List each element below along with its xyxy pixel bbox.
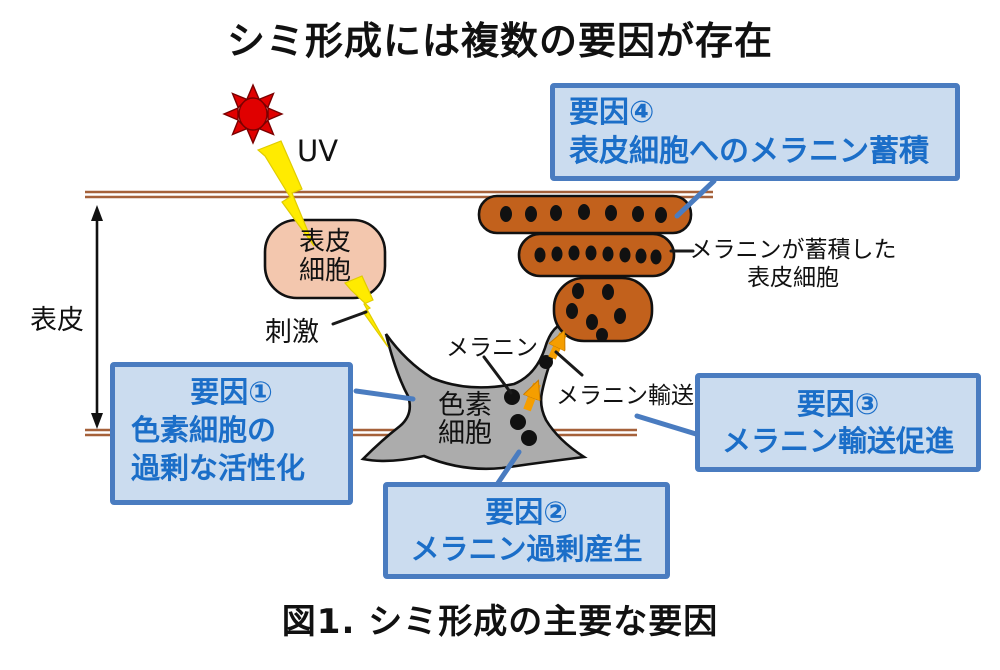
melanin-dots xyxy=(500,204,667,342)
pigment-cell-label: 色素 細胞 xyxy=(405,392,525,448)
up-arrow-icon xyxy=(527,334,567,412)
melanin-accumulated-cells-label-line1: メラニンが蓄積した xyxy=(689,237,897,263)
factor-4-title: 要因④ xyxy=(569,95,655,130)
pigment-cell-label-line1: 色素 xyxy=(438,390,492,421)
factor-2-line: メラニン過剰産生 xyxy=(410,532,643,566)
label-pointer-lines xyxy=(331,249,695,395)
double-headed-arrow-icon xyxy=(91,205,103,429)
melanin-accumulated-cells-label-line2: 表皮細胞 xyxy=(747,265,839,291)
factor-1-box: 要因① 色素細胞の 過剰な活性化 xyxy=(110,362,353,505)
melanin-accumulated-cells-label: メラニンが蓄積した 表皮細胞 xyxy=(688,236,898,292)
factor-4-box: 要因④ 表皮細胞へのメラニン蓄積 xyxy=(550,83,960,181)
stimulus-label: 刺激 xyxy=(265,317,319,348)
figure-caption: 図1. シミ形成の主要な要因 xyxy=(281,602,719,642)
factor-3-box: 要因③ メラニン輸送促進 xyxy=(695,373,981,472)
factor-connector-lines xyxy=(353,178,717,486)
melanin-transport-label: メラニン輸送 xyxy=(556,383,694,409)
factor-3-line: メラニン輸送促進 xyxy=(721,424,954,458)
page-title: シミ形成には複数の要因が存在 xyxy=(226,19,773,63)
epidermal-cell-label-line2: 細胞 xyxy=(298,256,351,286)
melanin-label: メラニン xyxy=(446,335,538,361)
uv-label: UV xyxy=(297,134,339,168)
factor-3-title: 要因③ xyxy=(796,387,880,421)
lightning-bolt-icon xyxy=(256,140,315,247)
factor-1-title: 要因① xyxy=(190,375,273,409)
factor-1-line: 色素細胞の xyxy=(131,413,277,447)
epidermis-label: 表皮 xyxy=(30,305,84,336)
factor-4-line: 表皮細胞へのメラニン蓄積 xyxy=(569,134,929,169)
epidermal-cell-label-line1: 表皮 xyxy=(298,227,351,257)
epidermal-cell-label: 表皮 細胞 xyxy=(265,228,385,286)
pigment-cell-label-line2: 細胞 xyxy=(438,418,492,449)
melanin-dots xyxy=(504,355,553,446)
sun-icon xyxy=(222,83,284,145)
factor-2-title: 要因② xyxy=(485,495,568,529)
factor-2-box: 要因② メラニン過剰産生 xyxy=(383,482,670,579)
factor-1-line: 過剰な活性化 xyxy=(131,451,306,485)
